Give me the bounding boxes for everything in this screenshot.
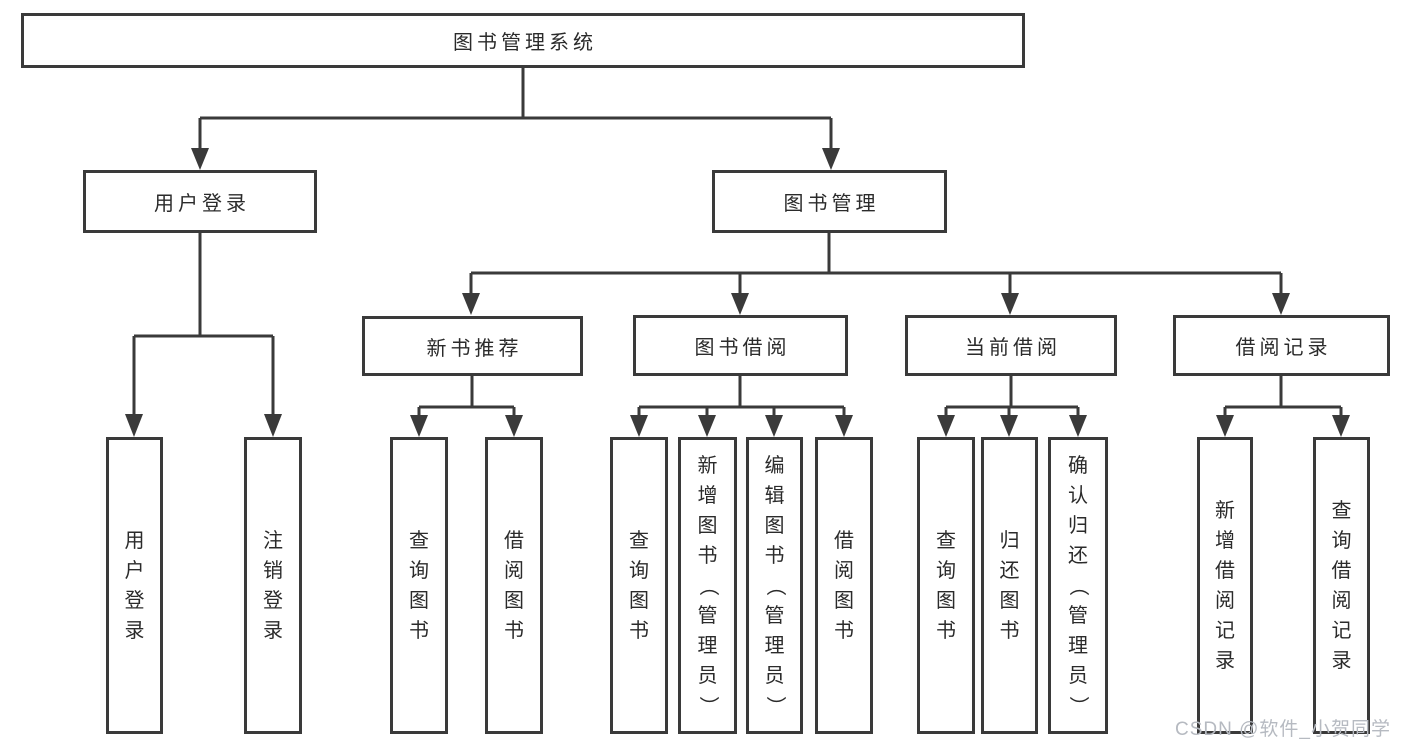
leaf-user-login: 用户登录 [106,437,163,734]
connectors-new-book [417,376,516,417]
csdn-watermark: CSDN @软件_小贺同学 [1175,719,1391,740]
node-borrow-records: 借阅记录 [1173,315,1390,376]
arrowheads-current-borrow [937,415,1087,437]
leaf-add-books-admin: 新增图书（管理员） [678,437,737,734]
connectors-root [198,68,833,150]
leaf-query-books-borrow: 查询图书 [610,437,668,734]
leaf-borrow-books-new-book: 借阅图书 [485,437,543,734]
connectors-current-borrow [944,376,1080,417]
connectors-book-management [469,233,1283,295]
leaf-logout-login: 注销登录 [244,437,302,734]
connectors-borrow-records [1223,376,1343,417]
leaf-borrow-books-borrow: 借阅图书 [815,437,873,734]
arrowheads-root [191,148,840,170]
arrowheads-user-login [125,414,282,437]
connectors-user-login [132,233,275,416]
connectors-book-borrow [637,376,846,417]
node-library-management-system: 图书管理系统 [21,13,1025,68]
node-book-management: 图书管理 [712,170,947,233]
node-new-book-recommend: 新书推荐 [362,316,583,376]
node-user-login: 用户登录 [83,170,317,233]
leaf-edit-books-admin: 编辑图书（管理员） [746,437,803,734]
leaf-return-books: 归还图书 [981,437,1038,734]
node-book-borrow: 图书借阅 [633,315,848,376]
node-current-borrow: 当前借阅 [905,315,1117,376]
arrowheads-new-book [410,415,523,437]
leaf-add-borrow-record: 新增借阅记录 [1197,437,1253,734]
leaf-query-books-current: 查询图书 [917,437,975,734]
arrowheads-borrow-records [1216,415,1350,437]
leaf-confirm-return-admin: 确认归还（管理员） [1048,437,1108,734]
arrowheads-book-borrow [630,415,853,437]
leaf-query-books-new-book: 查询图书 [390,437,448,734]
leaf-query-borrow-record: 查询借阅记录 [1313,437,1370,734]
arrowheads-book-management [462,293,1290,315]
